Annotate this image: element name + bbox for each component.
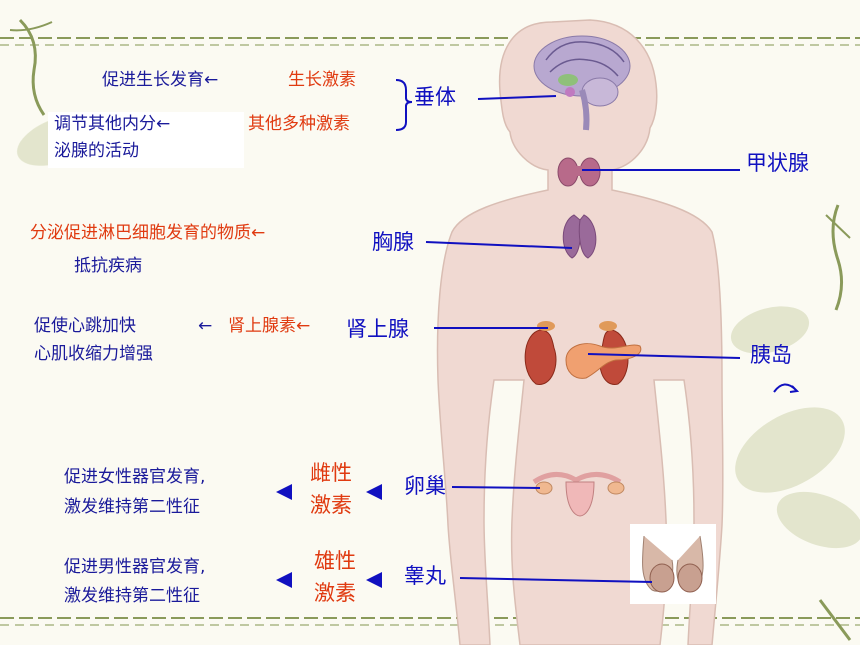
effect-growth: 促进生长发育← [102, 70, 219, 90]
effect-regulate-line1: 调节其他内分← [54, 114, 171, 134]
brain [533, 35, 631, 131]
effect-female-line1: 促进女性器官发育, [64, 467, 206, 487]
effect-female-line2: 激发维持第二性征 [64, 497, 200, 517]
gland-thymus: 胸腺 [372, 230, 414, 254]
uterus-organ [532, 472, 625, 517]
effect-heart-line2: 心肌收缩力增强 [34, 344, 153, 364]
testis-inset [630, 524, 716, 604]
hormone-male-line2: 激素 [314, 581, 356, 605]
text-backdrop [48, 112, 244, 168]
gland-pituitary: 垂体 [414, 85, 456, 109]
hormone-female-line1: 雌性 [310, 461, 352, 485]
leader-lines [425, 95, 741, 583]
curved-arrow-icon [773, 383, 800, 393]
gland-pancreatic-islet: 胰岛 [750, 343, 792, 367]
hormone-male-line1: 雄性 [314, 549, 356, 573]
effect-regulate-line2: 泌腺的活动 [54, 141, 139, 161]
vine-border-bottom [0, 599, 860, 641]
hormone-adrenaline: 肾上腺素← [228, 316, 311, 336]
vine-border-top [0, 18, 860, 116]
vine-border-right [825, 204, 851, 311]
thyroid-organ [557, 157, 601, 187]
effect-heart-arrow: ← [198, 316, 213, 336]
effect-male-line2: 激发维持第二性征 [64, 586, 200, 606]
hormone-other: 其他多种激素 [248, 114, 350, 134]
gland-ovary: 卵巢 [404, 474, 446, 498]
effect-thymus-line1: 分泌促进淋巴细胞发育的物质← [30, 223, 266, 243]
gland-testis: 睾丸 [404, 564, 446, 588]
gland-adrenal: 肾上腺 [346, 317, 409, 341]
hormone-growth: 生长激素 [288, 70, 356, 90]
effect-male-line1: 促进男性器官发育, [64, 557, 206, 577]
hormone-female-line2: 激素 [310, 493, 352, 517]
effect-heart-line1: 促使心跳加快 [34, 316, 136, 336]
arrows [276, 484, 382, 588]
gland-thyroid: 甲状腺 [746, 151, 809, 175]
bracket-brace [395, 79, 413, 131]
effect-thymus-line2: 抵抗疾病 [74, 256, 142, 276]
